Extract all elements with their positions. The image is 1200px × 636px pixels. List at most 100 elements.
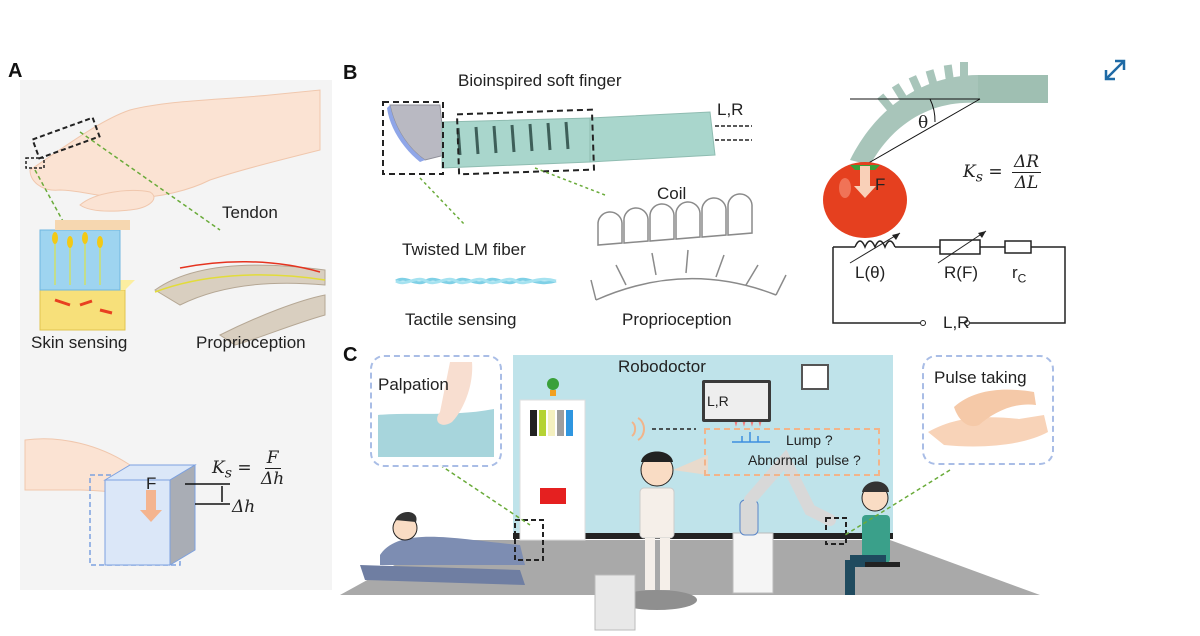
eq-b-numerator: ΔR — [1012, 152, 1042, 173]
spectrum-waveform — [732, 432, 770, 443]
palpation-finger — [437, 362, 473, 425]
leader-line-coil — [534, 167, 606, 196]
palpation-tissue — [378, 409, 494, 457]
finger-bones-illustration — [154, 261, 326, 346]
panel-a-cube-illustration — [24, 438, 230, 566]
label-robodoctor: Robodoctor — [618, 357, 706, 376]
finger-base-bent — [978, 75, 1048, 103]
seated-patient-body — [862, 515, 890, 563]
robot-base-cabinet — [732, 532, 774, 594]
signal-monitor — [702, 380, 771, 422]
panel-a-letter: A — [8, 60, 23, 82]
plant — [547, 378, 559, 390]
label-monitor-lr: L,R — [707, 393, 729, 409]
eq-a-numerator: F — [264, 448, 281, 469]
label-contact-resistor: rC — [1012, 263, 1026, 285]
label-pulse-taking: Pulse taking — [934, 368, 1027, 387]
eq-a-equals: = — [237, 458, 252, 478]
bed — [360, 565, 525, 585]
stool — [865, 562, 900, 567]
equivalent-circuit — [832, 230, 1066, 326]
terminal-left — [920, 320, 926, 326]
thumb-shape — [79, 190, 155, 212]
robodoctor-scene — [340, 355, 1040, 631]
label-proprioception-b: Proprioception — [622, 310, 732, 329]
eq-b-lhs: K — [963, 162, 976, 182]
label-tactile-sensing: Tactile sensing — [405, 310, 517, 329]
contact-resistor — [1004, 240, 1032, 254]
contact-resistor-main: r — [1012, 263, 1018, 282]
pulse-target-box — [825, 517, 847, 545]
bent-finger-tomato-illustration — [823, 62, 1048, 238]
label-lump: Lump ? — [786, 432, 833, 448]
label-force-b: F — [875, 175, 886, 194]
force-arrow-b-head — [854, 186, 876, 198]
eq-a-sub: s — [224, 465, 232, 482]
wall-clock — [801, 364, 829, 390]
tip-highlight-box — [382, 101, 444, 175]
panel-c-letter: C — [343, 344, 358, 366]
fingertip-lm-fiber — [387, 105, 425, 162]
label-abnormal-pulse: Abnormal pulse ? — [748, 452, 861, 468]
examining-hand — [954, 389, 1036, 427]
label-resistor: R(F) — [944, 263, 978, 282]
eq-b-equals: = — [988, 162, 1003, 182]
label-output-lr: L,R — [717, 100, 744, 119]
contact-resistor-sub: C — [1017, 271, 1027, 286]
leader-line-tendon — [79, 131, 221, 231]
force-arrow-shaft — [146, 490, 156, 512]
palpation-callout — [370, 355, 502, 467]
label-skin-sensing: Skin sensing — [31, 333, 128, 352]
eq-a-lhs: K — [212, 458, 225, 478]
label-coil: Coil — [657, 184, 687, 203]
finger-bent-body — [850, 75, 978, 165]
soft-finger-illustration — [382, 101, 752, 226]
coil-loops — [597, 193, 753, 246]
label-theta: θ — [918, 113, 929, 133]
first-aid-kit — [540, 488, 566, 504]
finger-base — [589, 111, 716, 163]
skin-region-box — [25, 157, 45, 169]
pulse-taking-callout — [922, 355, 1054, 465]
eq-a-denominator: Δh — [261, 469, 285, 489]
label-twisted-lm-fiber: Twisted LM fiber — [402, 240, 526, 259]
angle-line — [864, 98, 981, 166]
force-arrow-b-shaft — [860, 166, 870, 188]
skin-layers-illustration — [39, 220, 135, 331]
label-tendon: Tendon — [222, 203, 278, 222]
proprioception-arc — [590, 249, 787, 301]
variable-resistor — [939, 239, 981, 255]
cart — [594, 574, 636, 631]
force-arrow-head — [140, 510, 162, 522]
label-inductor: L(θ) — [855, 263, 886, 282]
palpation-target-box — [514, 519, 544, 561]
label-force-a: F — [146, 474, 157, 493]
robot-arm — [744, 449, 836, 526]
eq-b-sub: s — [975, 169, 983, 186]
label-terminals-lr: L,R — [943, 313, 970, 332]
variable-inductor — [854, 240, 896, 249]
hand-shape — [29, 89, 321, 199]
panel-b-letter: B — [343, 62, 358, 84]
label-delta-h: Δh — [232, 497, 256, 517]
patient-wrist — [928, 415, 1048, 447]
doctor-body — [639, 487, 675, 539]
label-bioinspired-soft-finger: Bioinspired soft finger — [458, 71, 622, 90]
tendon-region-box — [31, 116, 101, 160]
cube-front — [104, 479, 171, 566]
leader-line-skin — [34, 169, 66, 226]
twisted-fiber-illustration — [395, 277, 557, 285]
leader-line-fiber — [419, 177, 466, 226]
coil-proprioception-illustration — [590, 193, 787, 301]
label-palpation: Palpation — [378, 375, 449, 394]
eq-b-denominator: ΔL — [1014, 173, 1039, 193]
cube-side — [169, 464, 196, 566]
theta-arc — [929, 98, 936, 123]
diagnosis-box — [704, 428, 880, 476]
panel-a-hand-illustration — [25, 89, 326, 346]
terminal-right — [964, 320, 970, 326]
label-proprioception-a: Proprioception — [196, 333, 306, 352]
expand-icon[interactable] — [1102, 57, 1128, 83]
